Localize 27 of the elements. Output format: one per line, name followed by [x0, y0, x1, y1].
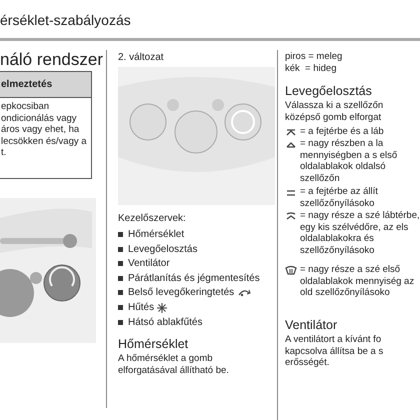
list-item: = a fejtérbe és a láb	[300, 126, 384, 138]
page-heading: érséklet-szabályozás	[0, 12, 131, 28]
list-item: = nagy része a szé első oldalablakok mennyiség az old szellőzőnyílásoko	[300, 264, 416, 298]
list-item: Hátsó ablakfűtés	[128, 316, 202, 328]
paragraph: Válassza ki a szellőzőn középső gomb elforgat	[285, 100, 384, 123]
list-item: Hőmérséklet	[128, 229, 184, 240]
list-item: Párátlanítás és jégmentesítés	[128, 272, 260, 284]
legend-text: kék = hideg	[285, 63, 336, 74]
paragraph: A ventilátort a kívánt fo kapcsolva állítsa be a s erősségét.	[285, 334, 384, 368]
section-heading: náló rendszer	[0, 50, 104, 70]
list-item: Hűtés	[128, 302, 154, 313]
list-item: = nagy részben a la mennyiségben a s első oldalablakok oldalsó szellőzőn	[300, 138, 398, 184]
list-item: Ventilátor	[128, 258, 170, 270]
list-item: Belső levegőkeringtetés	[128, 287, 234, 298]
list-item: = nagy része a szé lábtérbe, egy kis szélvédőre, az els oldalablakokra és szellőzőnyílásoko	[300, 210, 420, 256]
warning-heading: elmeztetés	[0, 72, 91, 98]
section-heading: Hőmérséklet	[118, 337, 188, 351]
legend-text: piros = meleg	[285, 51, 342, 62]
warning-box	[0, 71, 92, 179]
warning-text: epkocsiban ondicionálás vagy áros vagy ehet, ha lecsökken és/vagy a t.	[0, 100, 88, 160]
list-item: Levegőelosztás	[128, 244, 198, 255]
paragraph: A hőmérséklet a gomb elforgatásával állítható be.	[118, 353, 230, 376]
list-intro: Kezelőszervek:	[118, 213, 186, 224]
caption: 2. változat	[118, 52, 164, 63]
section-heading: Levegőelosztás	[285, 84, 372, 98]
list-item: = a fejtérbe az állít szellőzőnyílásoko	[300, 186, 379, 209]
section-heading: Ventilátor	[285, 318, 338, 332]
